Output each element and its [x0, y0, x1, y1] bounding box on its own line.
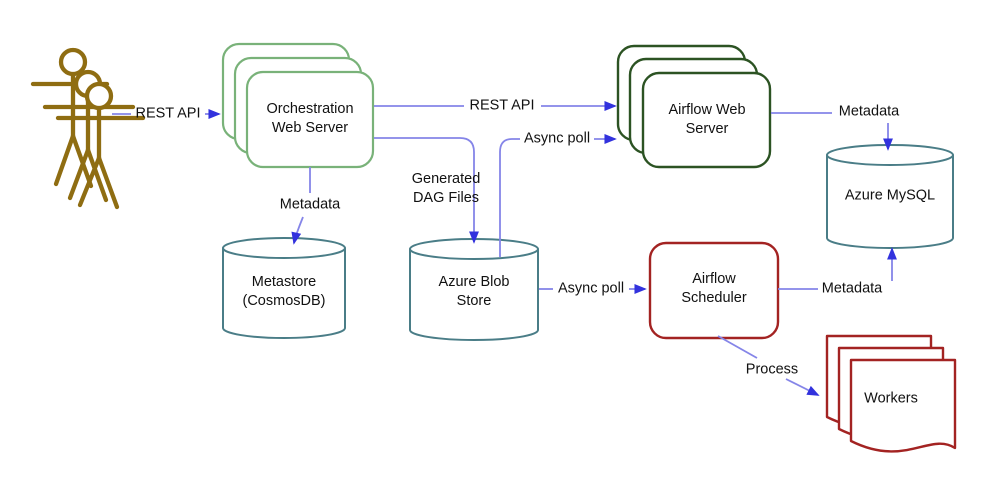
edge-async-poll-web	[499, 138, 520, 257]
workers-node	[825, 334, 957, 453]
edge-label-metadata-to-metastore: Metadata	[279, 196, 341, 213]
edge-label-process: Process	[745, 361, 799, 378]
azure-mysql-node	[826, 144, 954, 249]
edge-label-async-poll-web: Async poll	[523, 130, 591, 147]
airflow-scheduler-node	[648, 241, 780, 340]
metastore-node	[222, 237, 346, 339]
edge-generated-dag-files	[374, 137, 479, 244]
node-label-scheduler: Airflow Scheduler	[681, 270, 747, 306]
orchestration-web-server-node	[221, 42, 375, 169]
edge-metadata-to-metastore-arrow	[291, 216, 304, 245]
edges	[112, 101, 897, 396]
node-label-blob-store: Azure Blob Store	[438, 273, 510, 309]
node-label-airflow-web: Airflow Web Server	[668, 101, 746, 137]
node-label-azure-mysql: Azure MySQL	[844, 187, 936, 204]
edge-label-generated-dag-files: Generated DAG Files	[411, 170, 481, 206]
users-actor-icon	[30, 47, 146, 210]
edge-label-metadata-web-to-mysql: Metadata	[838, 103, 900, 120]
edge-label-user-rest-api: REST API	[135, 105, 201, 122]
edge-process	[717, 335, 758, 359]
node-label-orchestration: Orchestration Web Server	[266, 100, 354, 136]
edge-label-web-rest-api: REST API	[469, 97, 535, 114]
airflow-web-server-node	[616, 44, 772, 169]
azure-blob-store-node	[409, 238, 539, 341]
stick-figure-3	[55, 81, 146, 210]
node-label-metastore: Metastore (CosmosDB)	[242, 273, 326, 309]
node-label-workers: Workers	[864, 390, 918, 407]
edge-label-async-poll-scheduler: Async poll	[557, 280, 625, 297]
edge-process-arrow	[785, 378, 820, 396]
edge-label-metadata-scheduler-to-mysql: Metadata	[821, 280, 883, 297]
